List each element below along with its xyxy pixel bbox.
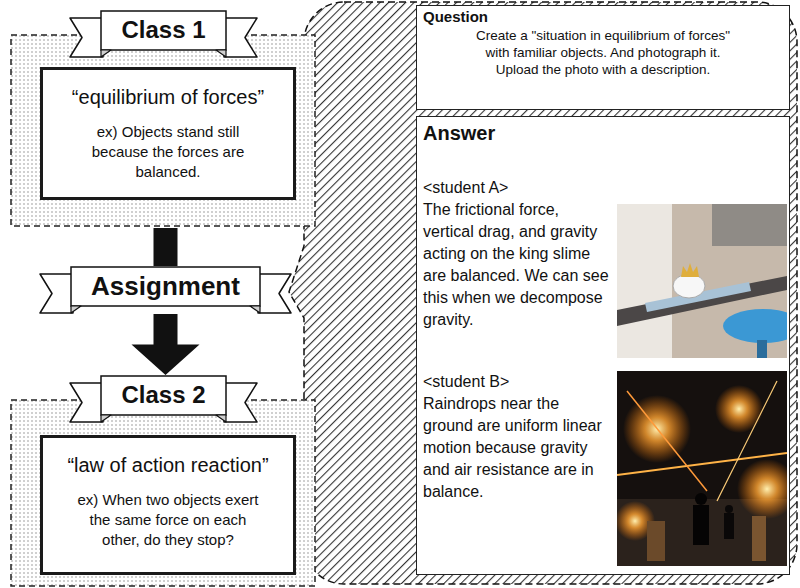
flow-arrow [154,228,178,266]
ribbon-fold [101,50,111,57]
answer-text: Raindrops near the ground are uniform li… [423,393,613,503]
photo-streak [717,381,777,501]
photo-window [712,204,787,246]
ribbon-fold [101,415,111,422]
ribbon-banner: Assignment [39,266,292,314]
student-label: <student A> [423,177,613,199]
ribbon-fold [216,50,226,57]
example-text: ex) Objects stand still because the forc… [73,122,263,182]
photo-light [737,459,787,519]
concept-title: “equilibrium of forces” [53,84,283,110]
photo-light [715,385,763,433]
photo-person-head [695,493,707,505]
example-text: ex) When two objects exert the same forc… [73,490,263,550]
content-box: “law of action reaction” ex) When two obj… [40,435,296,575]
photo-slime-scene [617,204,787,358]
photo-slime [673,274,705,298]
question-text: Create a "situation in equilibrium of fo… [463,27,743,78]
class-panel: Class 1 “equilibrium of forces” ex) Object… [10,10,316,228]
ribbon-tail [224,18,257,57]
photo-streak [627,391,707,491]
photo-crown [681,263,699,277]
ribbon-center [71,267,260,306]
ribbon-tail [258,274,291,313]
class-title: Class 1 [101,10,226,50]
ribbon-fold [216,415,226,422]
ribbon-banner: Class 1 [69,10,258,58]
ribbon-tail [40,274,73,313]
step-banner: Assignment [39,266,292,314]
answer-text: The frictional force, vertical drag, and… [423,199,613,331]
ribbon-banner: Class 2 [69,375,258,423]
dotted-ground [11,400,315,586]
flow-arrow [132,314,200,375]
box-heading: Answer [423,122,783,145]
photo-wall-light [617,204,672,358]
class-title: Class 2 [101,375,226,415]
ribbon-center [101,376,226,415]
photo-person-body [693,505,709,545]
ribbon-center [101,11,226,50]
answer-box: Answer <student A>The frictional force, v… [416,116,790,575]
photo-reflection [647,521,665,561]
content-box: “equilibrium of forces” ex) Objects stand… [40,67,296,200]
box-heading: Question [423,8,783,26]
step-title: Assignment [71,266,260,306]
photo-chair-leg [757,340,767,358]
photo-rain-night [617,371,787,566]
ribbon-tail [224,383,257,422]
ribbon-fold [250,306,260,313]
photo-streak [617,453,787,475]
student-label: <student B> [423,371,613,393]
ribbon-tail [70,383,103,422]
question-box: QuestionCreate a "situation in equilibri… [416,5,790,110]
dotted-ground [11,35,315,226]
ribbon-tail [70,18,103,57]
class-panel: Class 2 “law of action reaction” ex) When … [10,375,316,588]
photo-person-body [724,513,734,539]
photo-reflection [752,516,766,561]
concept-title: “law of action reaction” [53,452,283,478]
ribbon-fold [71,306,81,313]
photo-chair [723,309,787,343]
photo-person-head [725,505,733,513]
callout-bubble [289,2,797,584]
